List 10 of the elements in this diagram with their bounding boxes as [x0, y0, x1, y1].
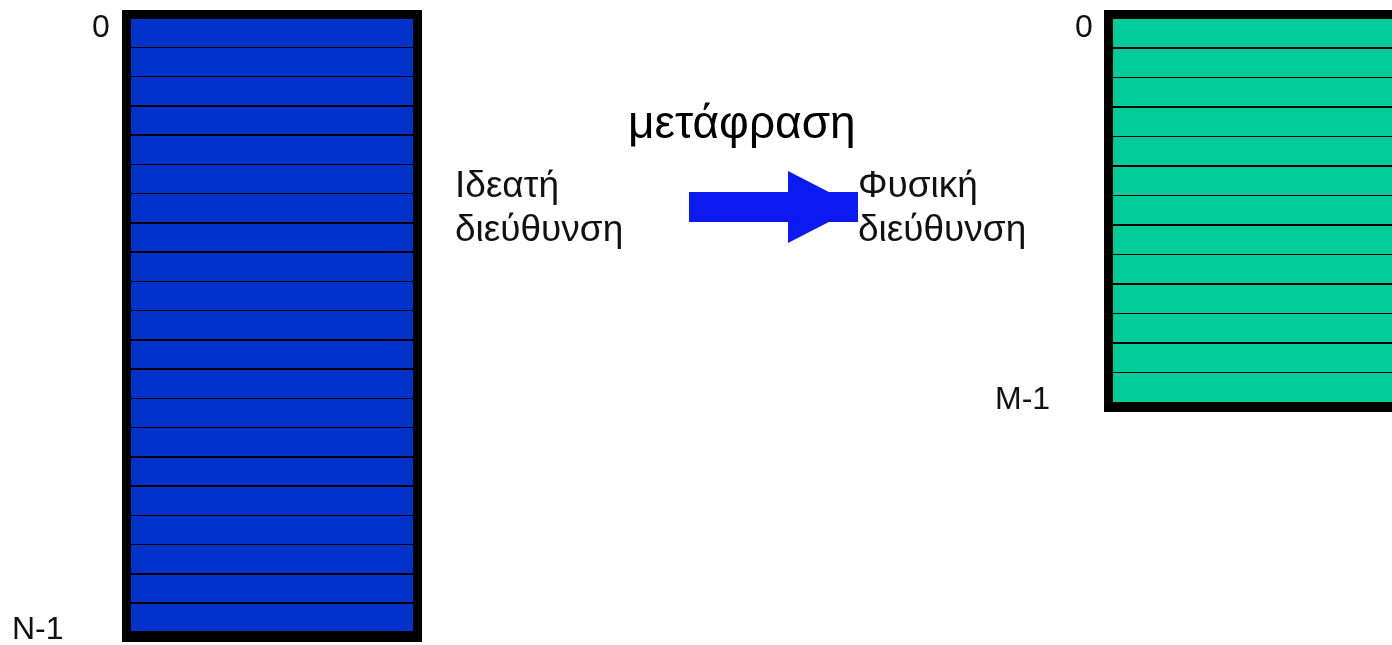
address-text: Φυσική διεύθυνση: [858, 163, 1028, 251]
address-text: Ιδεατή διεύθυνση: [455, 163, 625, 251]
address-index-label: 0: [92, 8, 110, 44]
arrow: [689, 171, 858, 243]
edge-label: μετάφραση: [628, 96, 856, 148]
address-index-label: N-1: [12, 610, 64, 645]
memory-block: [122, 10, 422, 642]
memory-block: [1104, 10, 1392, 412]
address-index-label: 0: [1075, 8, 1093, 44]
address-index-label: M-1: [995, 380, 1051, 416]
